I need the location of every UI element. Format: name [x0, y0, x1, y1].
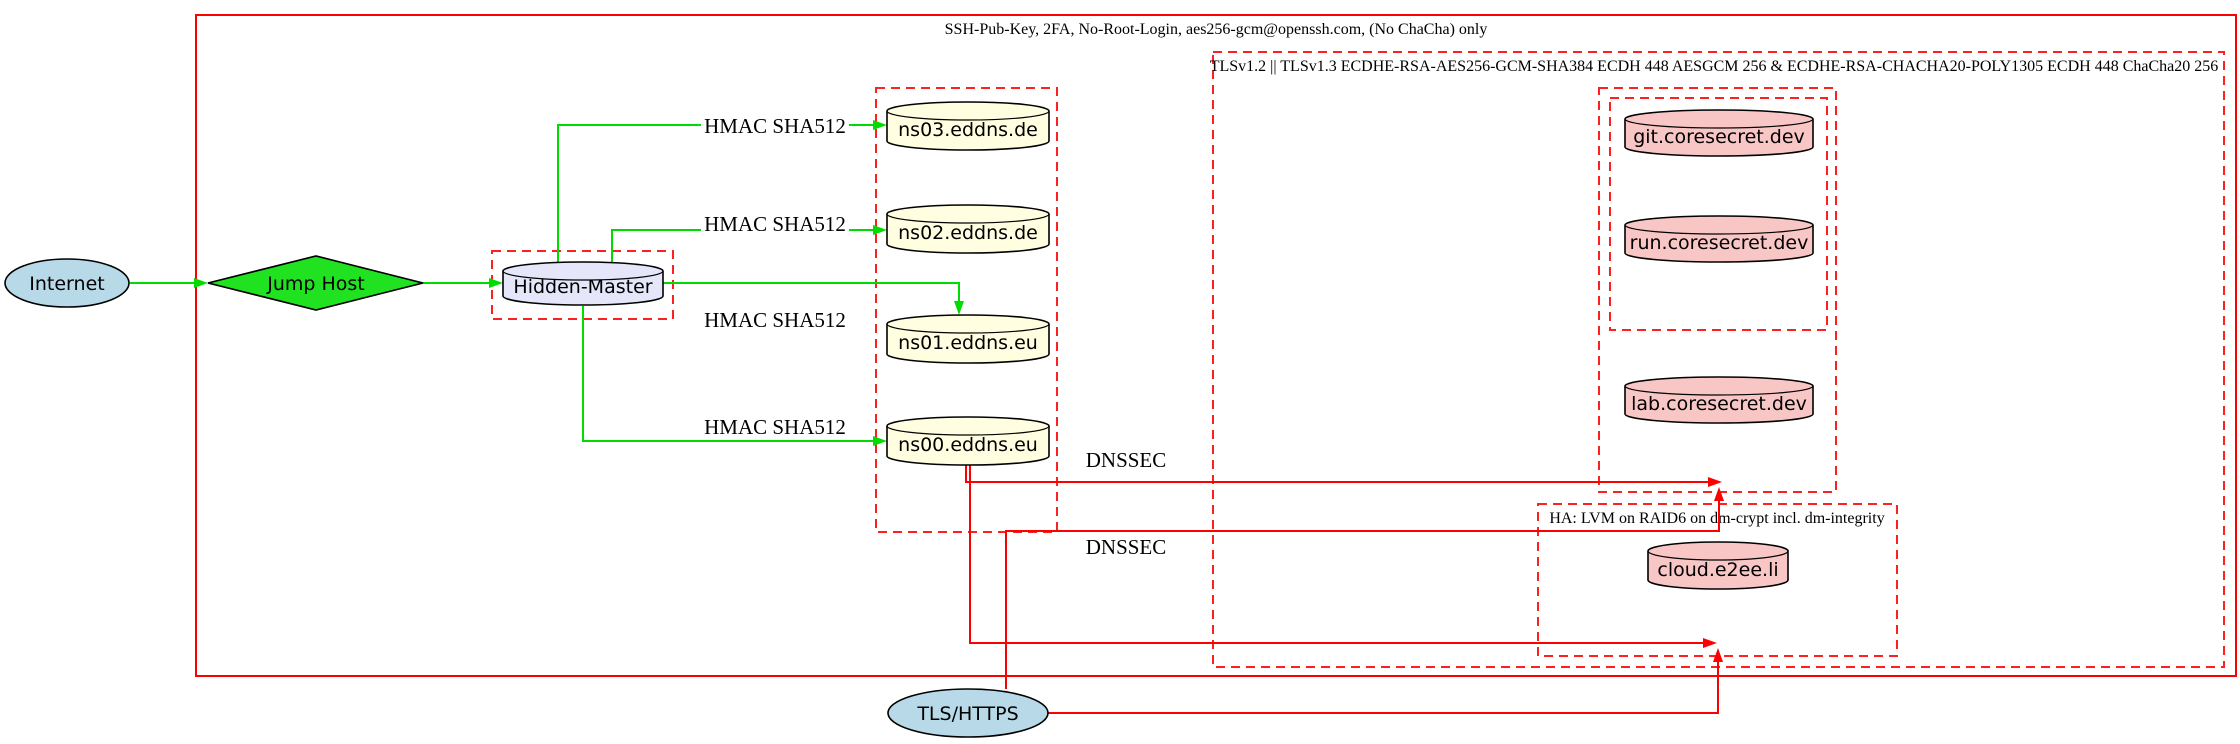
cloud-node-label: cloud.e2ee.li — [1657, 559, 1778, 581]
ns01-node: ns01.eddns.eu — [886, 314, 1050, 364]
hmac-label-ns01: HMAC SHA512 — [704, 308, 846, 332]
tls-https-node: TLS/HTTPS — [887, 688, 1049, 738]
edge-jumphost-hiddenmaster — [423, 278, 503, 288]
cluster-coresecret-inner — [1609, 97, 1828, 331]
cluster-eddns — [875, 87, 1058, 533]
hmac-label-ns00: HMAC SHA512 — [704, 415, 846, 439]
jump-host-node-label: Jump Host — [266, 273, 365, 295]
edge-hiddenmaster-ns00 — [582, 306, 887, 446]
ns03-node: ns03.eddns.de — [886, 101, 1050, 151]
dnssec-label-2: DNSSEC — [1086, 535, 1167, 559]
jump-host-node: Jump Host — [207, 255, 424, 311]
git-node: git.coresecret.dev — [1624, 109, 1814, 157]
edge-ns00-ha-dnssec — [969, 464, 1717, 648]
hidden-master-node-label: Hidden-Master — [513, 276, 652, 298]
internet-node: Internet — [4, 258, 130, 308]
lab-node-label: lab.coresecret.dev — [1631, 393, 1807, 415]
ns00-node-label: ns00.eddns.eu — [898, 434, 1038, 456]
hmac-label-ns02: HMAC SHA512 — [704, 212, 846, 236]
edge-hiddenmaster-ns03 — [557, 120, 887, 263]
edge-internet-jumphost — [130, 278, 208, 288]
git-node-label: git.coresecret.dev — [1633, 126, 1805, 148]
edge-labels: HMAC SHA512 HMAC SHA512 HMAC SHA512 HMAC… — [701, 114, 1166, 559]
cluster-coresecret-outer — [1598, 87, 1837, 493]
lab-node: lab.coresecret.dev — [1624, 376, 1814, 424]
cluster-ha-label: HA: LVM on RAID6 on dm-crypt incl. dm-in… — [1549, 510, 1884, 527]
hidden-master-node: Hidden-Master — [502, 261, 664, 306]
ns02-node-label: ns02.eddns.de — [898, 222, 1038, 244]
edge-tlshttps-ha — [1048, 648, 1723, 714]
ns01-node-label: ns01.eddns.eu — [898, 332, 1038, 354]
edge-hiddenmaster-ns01 — [663, 282, 964, 315]
cluster-ssh-label: SSH-Pub-Key, 2FA, No-Root-Login, aes256-… — [945, 21, 1488, 38]
run-node-label: run.coresecret.dev — [1630, 232, 1809, 254]
ns03-node-label: ns03.eddns.de — [898, 119, 1038, 141]
run-node: run.coresecret.dev — [1624, 215, 1814, 263]
dnssec-label-1: DNSSEC — [1086, 448, 1167, 472]
edge-ns00-coresecret-dnssec — [965, 464, 1722, 487]
hmac-label-ns03: HMAC SHA512 — [704, 114, 846, 138]
cloud-node: cloud.e2ee.li — [1647, 541, 1789, 590]
cluster-hidden-master — [491, 250, 674, 320]
cluster-ssh: SSH-Pub-Key, 2FA, No-Root-Login, aes256-… — [195, 14, 2237, 677]
tls-https-node-label: TLS/HTTPS — [916, 703, 1018, 725]
cluster-tls-label: TLSv1.2 || TLSv1.3 ECDHE-RSA-AES256-GCM-… — [1210, 58, 2219, 75]
ns00-node: ns00.eddns.eu — [886, 416, 1050, 466]
internet-node-label: Internet — [29, 273, 104, 295]
edge-tlshttps-coresecret — [1005, 487, 1724, 689]
ns02-node: ns02.eddns.de — [886, 204, 1050, 254]
